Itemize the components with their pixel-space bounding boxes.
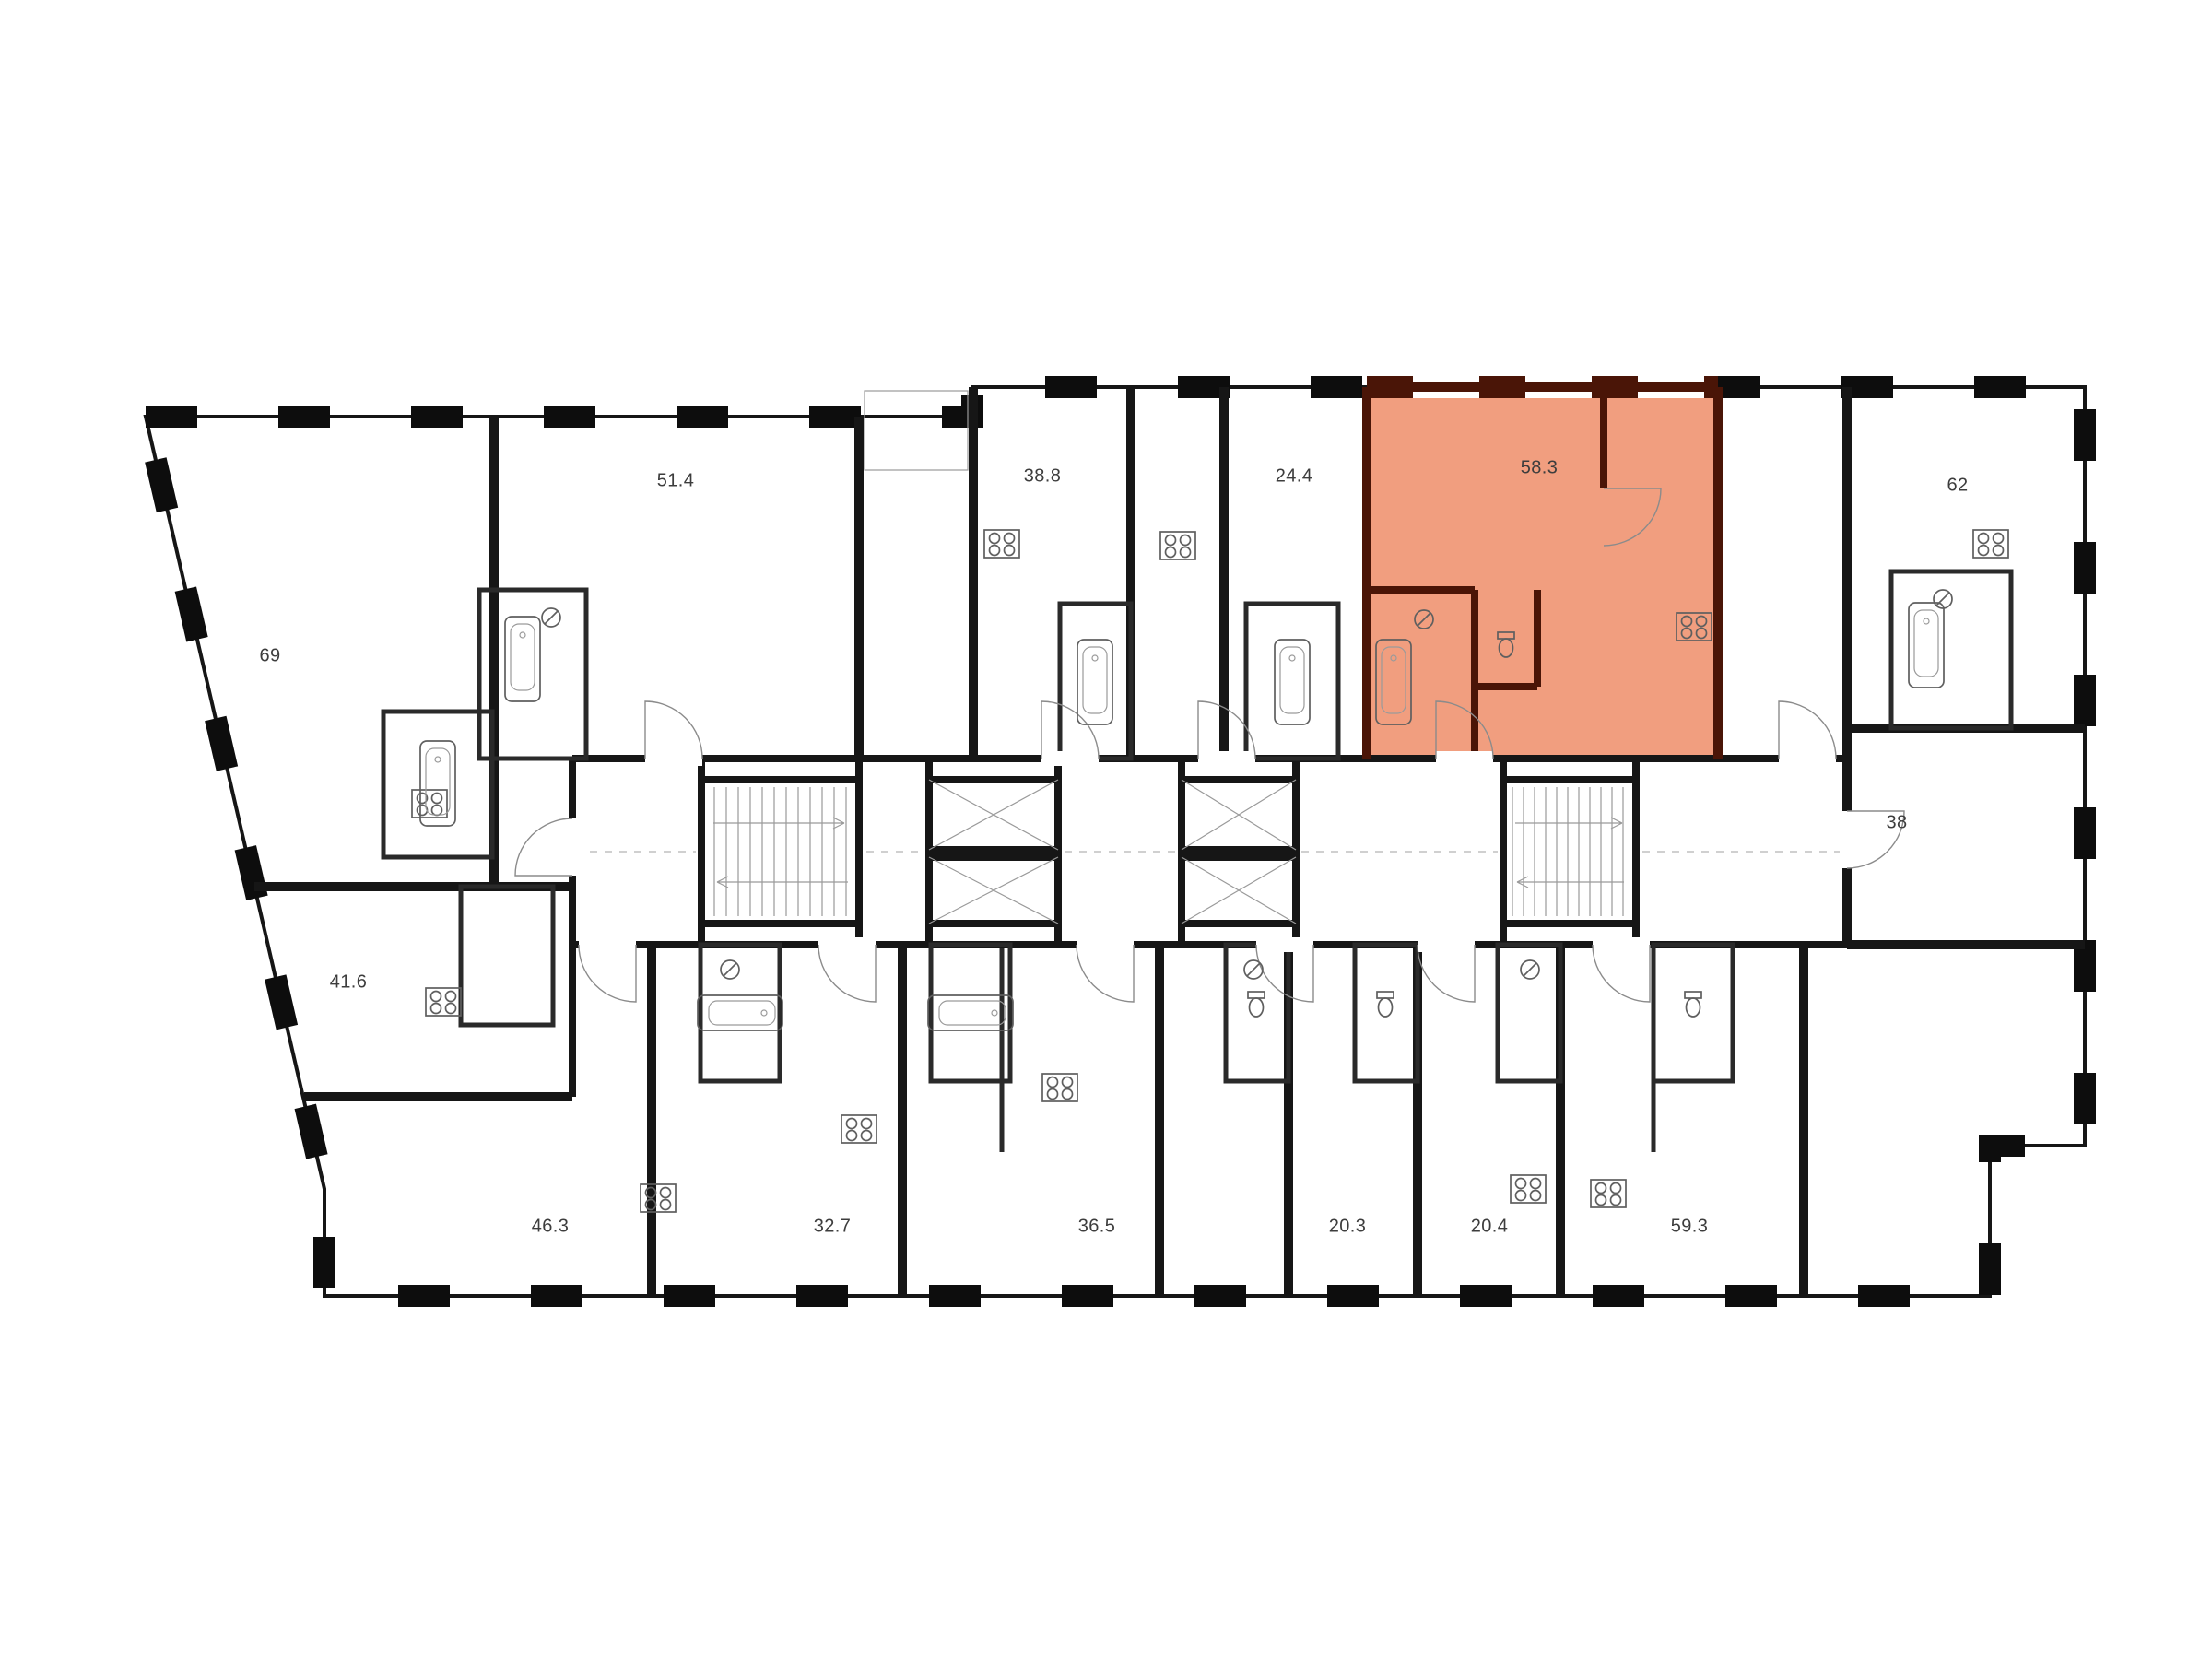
toilet-icon (1376, 991, 1394, 1018)
stove-icon (425, 987, 462, 1017)
apartment-label-51-4: 51.4 (656, 470, 695, 491)
door-icon (578, 944, 637, 1003)
building-outline (131, 376, 2096, 1307)
apartment-label-62: 62 (1947, 475, 1969, 496)
apartment-label-32-7: 32.7 (813, 1216, 852, 1237)
bathroom-partitions (381, 390, 2014, 1084)
apartment-label-46-3: 46.3 (531, 1216, 570, 1237)
bathtub-icon (1908, 602, 1945, 688)
stairwell-right (1500, 776, 1640, 927)
bathtub-icon (504, 616, 541, 702)
elevator-bank-left (925, 776, 1062, 927)
door-icon (1076, 944, 1135, 1003)
door-icon (1592, 944, 1651, 1003)
stove-icon (841, 1114, 877, 1144)
door-icon (644, 700, 703, 759)
stove-icon (640, 1183, 677, 1213)
highlighted-apartment-walls (1362, 374, 1723, 759)
sink-icon (541, 607, 561, 628)
apartment-label-41-6: 41.6 (329, 971, 368, 993)
door-icon (514, 818, 573, 877)
toilet-icon (1247, 991, 1265, 1018)
toilet-icon (1684, 991, 1702, 1018)
apartment-label-20-3: 20.3 (1328, 1216, 1367, 1237)
apartment-label-59-3: 59.3 (1670, 1216, 1709, 1237)
bathtub-icon (697, 994, 783, 1031)
apartment-label-24-4: 24.4 (1275, 465, 1313, 487)
apartment-label-38: 38 (1886, 812, 1908, 833)
stove-icon (1972, 529, 2009, 559)
highlighted-apartment[interactable] (1367, 387, 1718, 759)
door-icon (1041, 700, 1100, 759)
door-icon (818, 944, 877, 1003)
apartment-label-38-8: 38.8 (1023, 465, 1062, 487)
door-icon (1778, 700, 1837, 759)
apartment-label-69: 69 (259, 645, 281, 666)
stove-icon (983, 529, 1020, 559)
door-icon (1417, 944, 1476, 1003)
stove-icon (1041, 1073, 1078, 1102)
stove-icon (1510, 1174, 1547, 1204)
apartment-label-20-4: 20.4 (1470, 1216, 1509, 1237)
sink-icon (1520, 959, 1540, 980)
stairwell-left (698, 776, 863, 927)
elevator-bank-right (1178, 776, 1300, 927)
sink-icon (720, 959, 740, 980)
stove-icon (1159, 531, 1196, 560)
bathtub-icon (1077, 639, 1113, 725)
stove-icon (1590, 1179, 1627, 1208)
bathtub-icon (1274, 639, 1311, 725)
interior-walls (254, 387, 2085, 1296)
apartment-region-58-3[interactable] (1367, 387, 1718, 759)
doors (514, 488, 1905, 1003)
apartment-label-36-5: 36.5 (1077, 1216, 1116, 1237)
apartment-label-58-3-highlighted: 58.3 (1520, 457, 1559, 478)
sink-icon (1243, 959, 1264, 980)
